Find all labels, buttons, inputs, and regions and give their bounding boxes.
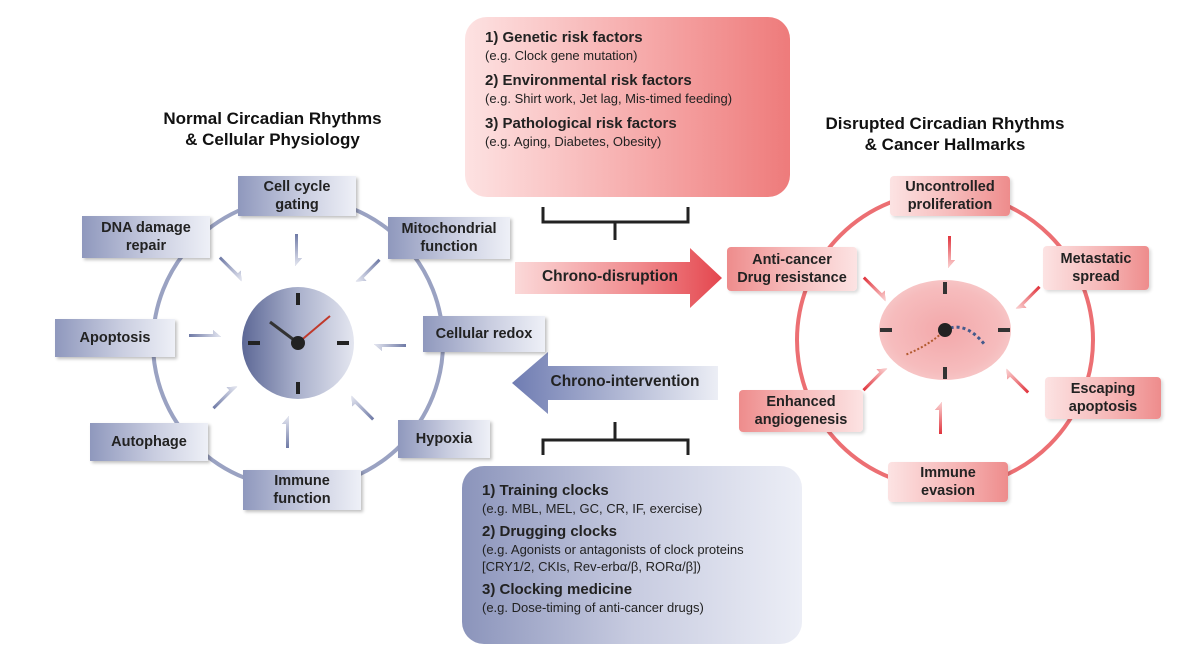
- metastatic-label-2: spread: [1072, 269, 1120, 285]
- mitochondrial-label-2: function: [420, 239, 478, 255]
- pathological-risk-detail: (e.g. Aging, Diabetes, Obesity): [485, 134, 662, 149]
- dna-repair-label-1: DNA damage: [101, 220, 191, 236]
- normal-title-line2: & Cellular Physiology: [185, 130, 360, 149]
- node-escaping-apoptosis: Escaping apoptosis: [1045, 377, 1161, 419]
- angiogenesis-label-2: angiogenesis: [754, 412, 848, 428]
- dna-repair-label-2: repair: [125, 238, 167, 254]
- node-metastatic-spread: Metastatic spread: [1043, 246, 1149, 290]
- risk-factors-panel: 1) Genetic risk factors (e.g. Clock gene…: [465, 17, 790, 197]
- node-cellular-redox: Cellular redox: [423, 316, 545, 352]
- node-cell-cycle-gating: Cell cycle gating: [238, 176, 356, 216]
- environmental-risk-heading: 2) Environmental risk factors: [485, 72, 692, 89]
- cancer-title: Disrupted Circadian Rhythms & Cancer Hal…: [800, 113, 1090, 155]
- immune-function-label-1: Immune: [274, 473, 330, 489]
- proliferation-label-1: Uncontrolled: [905, 179, 995, 195]
- risk-bracket: [541, 207, 690, 240]
- node-uncontrolled-proliferation: Uncontrolled proliferation: [890, 176, 1010, 216]
- immune-evasion-label-2: evasion: [921, 483, 975, 499]
- cancer-title-line2: & Cancer Hallmarks: [864, 135, 1026, 154]
- apoptosis-label: Apoptosis: [79, 330, 151, 346]
- node-apoptosis: Apoptosis: [55, 319, 175, 357]
- drug-resistance-label-1: Anti-cancer: [752, 252, 832, 268]
- node-immune-evasion: Immune evasion: [888, 462, 1008, 502]
- cell-cycle-label-2: gating: [275, 197, 319, 213]
- environmental-risk-detail: (e.g. Shirt work, Jet lag, Mis-timed fee…: [485, 91, 733, 106]
- drugging-clocks-detail-2: [CRY1/2, CKIs, Rev-erbα/β, RORα/β]): [482, 559, 702, 574]
- autophage-label: Autophage: [111, 434, 187, 450]
- drugging-clocks-detail-1: (e.g. Agonists or antagonists of clock p…: [482, 542, 744, 557]
- node-dna-damage-repair: DNA damage repair: [82, 216, 210, 258]
- proliferation-label-2: proliferation: [907, 197, 993, 213]
- hypoxia-label: Hypoxia: [415, 431, 473, 447]
- escaping-label-1: Escaping: [1070, 381, 1136, 397]
- cellular-redox-label: Cellular redox: [435, 326, 533, 342]
- angiogenesis-label-1: Enhanced: [766, 394, 836, 410]
- chrono-disruption-arrow: [515, 248, 722, 308]
- training-clocks-heading: 1) Training clocks: [482, 482, 609, 499]
- node-mitochondrial-function: Mitochondrial function: [388, 217, 510, 259]
- drug-resistance-label-2: Drug resistance: [737, 270, 847, 286]
- immune-function-label-2: function: [273, 491, 331, 507]
- normal-title-line1: Normal Circadian Rhythms: [163, 109, 382, 128]
- intervention-bracket: [541, 422, 690, 455]
- node-enhanced-angiogenesis: Enhanced angiogenesis: [739, 390, 863, 432]
- escaping-label-2: apoptosis: [1068, 399, 1138, 415]
- cancer-title-line1: Disrupted Circadian Rhythms: [825, 114, 1065, 133]
- disrupted-clock: [879, 280, 1011, 380]
- node-immune-function: Immune function: [243, 470, 361, 510]
- intervention-panel: 1) Training clocks (e.g. MBL, MEL, GC, C…: [462, 466, 802, 644]
- pathological-risk-heading: 3) Pathological risk factors: [485, 115, 677, 132]
- node-hypoxia: Hypoxia: [398, 420, 490, 458]
- node-autophage: Autophage: [90, 423, 208, 461]
- metastatic-label-1: Metastatic: [1060, 251, 1132, 267]
- mitochondrial-label-1: Mitochondrial: [401, 221, 497, 237]
- genetic-risk-heading: 1) Genetic risk factors: [485, 29, 643, 46]
- cell-cycle-label-1: Cell cycle: [263, 179, 331, 195]
- genetic-risk-detail: (e.g. Clock gene mutation): [485, 48, 638, 63]
- clocking-medicine-heading: 3) Clocking medicine: [482, 581, 633, 598]
- chrono-disruption-label: Chrono-disruption: [541, 268, 679, 285]
- normal-clock: [242, 287, 354, 399]
- drugging-clocks-heading: 2) Drugging clocks: [482, 523, 618, 540]
- training-clocks-detail: (e.g. MBL, MEL, GC, CR, IF, exercise): [482, 501, 703, 516]
- immune-evasion-label-1: Immune: [920, 465, 976, 481]
- normal-title: Normal Circadian Rhythms & Cellular Phys…: [150, 108, 395, 150]
- clocking-medicine-detail: (e.g. Dose-timing of anti-cancer drugs): [482, 600, 704, 615]
- chrono-intervention-arrow: [512, 352, 718, 414]
- chrono-intervention-label: Chrono-intervention: [550, 373, 700, 390]
